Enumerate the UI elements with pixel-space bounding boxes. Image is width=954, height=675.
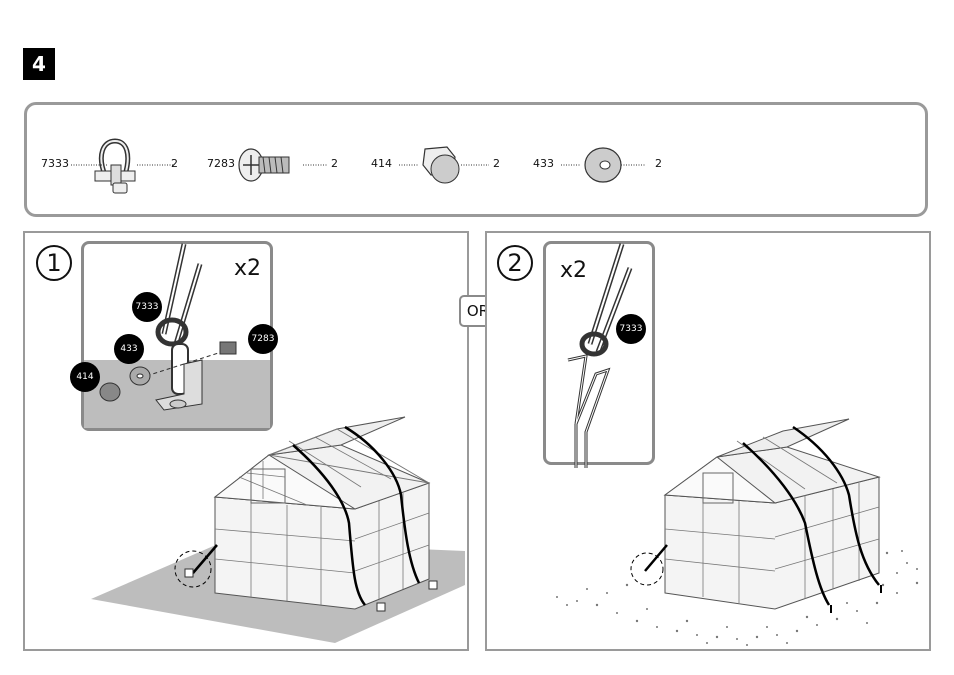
part-code: 433 (533, 157, 554, 170)
option-2-panel: 2 (485, 231, 931, 651)
part-code: 414 (371, 157, 392, 170)
part-tag: 414 (70, 362, 100, 392)
part-code: 7333 (41, 157, 69, 170)
greenhouse-illustration (556, 418, 919, 646)
cable-clamp-assembly-icon (99, 243, 237, 411)
ground-anchor-icon (567, 243, 633, 468)
option-2-detail-inset: x2 7333 (543, 241, 655, 468)
parts-list: 7333 2 7283 2 414 (24, 102, 928, 217)
screw-icon (238, 148, 290, 182)
step-number-badge: 4 (23, 48, 55, 80)
quantity-multiplier: x2 (234, 256, 262, 281)
option-1-panel: 1 (23, 231, 469, 651)
part-code: 7283 (207, 157, 235, 170)
part-qty: 2 (655, 157, 662, 170)
part-qty: 2 (493, 157, 500, 170)
washer-icon (584, 147, 622, 183)
part-tag: 7283 (248, 324, 278, 354)
part-tag: 7333 (616, 314, 646, 344)
option-number: 2 (497, 245, 533, 281)
part-tag: 7333 (132, 292, 162, 322)
quantity-multiplier: x2 (560, 258, 588, 283)
option-1-detail-inset: x2 7333 433 7283 414 (70, 241, 278, 431)
greenhouse-illustration (91, 416, 465, 643)
cap-nut-icon (422, 146, 460, 184)
part-tag: 433 (114, 334, 144, 364)
part-qty: 2 (171, 157, 178, 170)
cable-clamp-icon (94, 138, 136, 194)
part-qty: 2 (331, 157, 338, 170)
option-number: 1 (36, 245, 72, 281)
